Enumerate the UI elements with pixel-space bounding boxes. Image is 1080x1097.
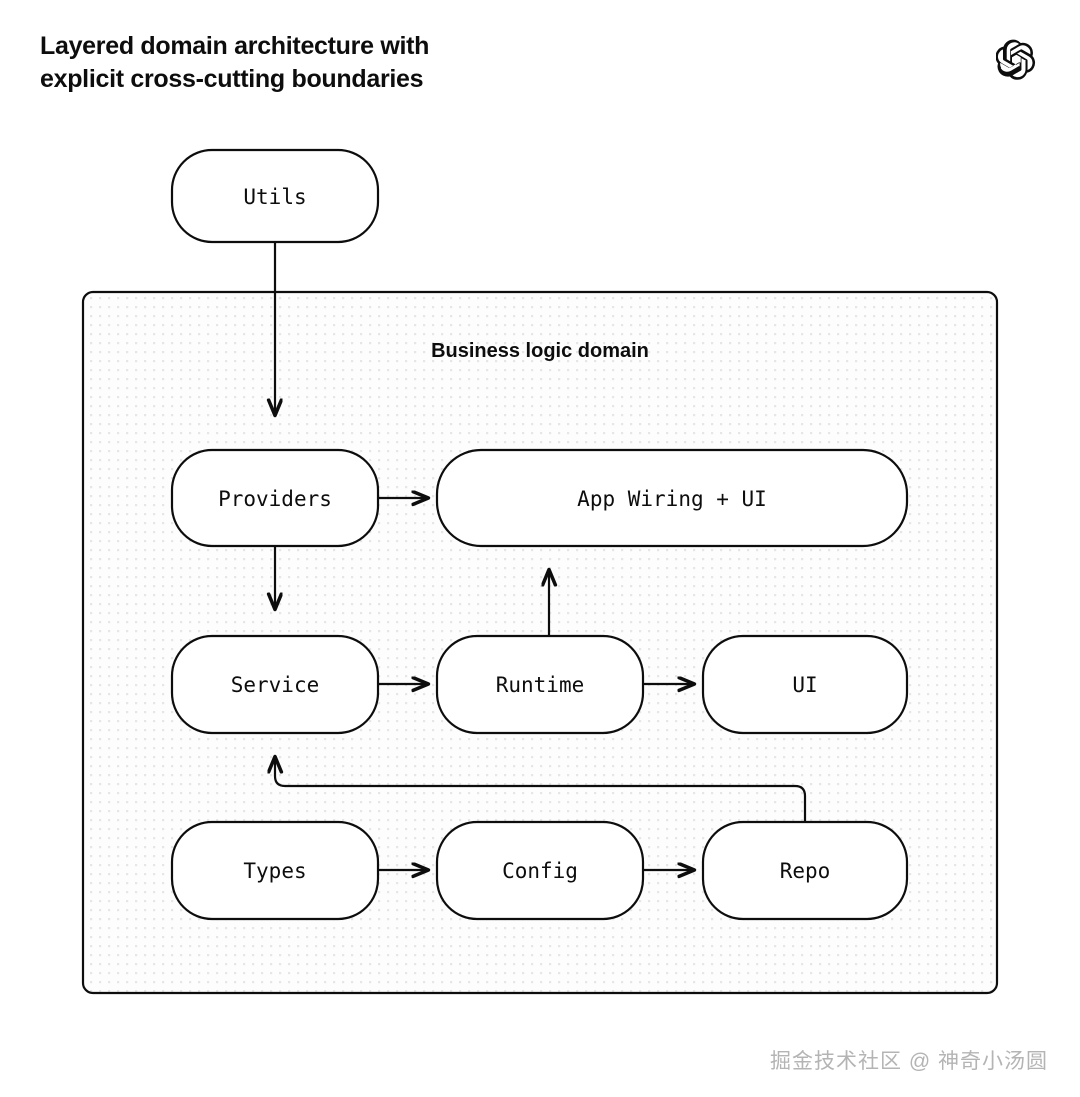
node-service[interactable]: Service <box>170 634 380 735</box>
domain-container-label: Business logic domain <box>431 340 649 362</box>
edge-layer <box>275 242 807 870</box>
node-label-types: Types <box>243 859 306 883</box>
node-config[interactable]: Config <box>435 820 645 921</box>
node-label-providers: Providers <box>218 487 332 511</box>
node-providers[interactable]: Providers <box>170 448 380 548</box>
node-label-app-wiring-ui: App Wiring + UI <box>577 487 767 511</box>
node-utils[interactable]: Utils <box>170 148 380 244</box>
page-title: Layered domain architecture with explici… <box>40 32 430 94</box>
node-types[interactable]: Types <box>170 820 380 921</box>
node-app-wiring-ui[interactable]: App Wiring + UI <box>435 448 909 548</box>
node-label-utils: Utils <box>243 185 306 209</box>
node-label-runtime: Runtime <box>496 673 585 697</box>
node-label-service: Service <box>231 673 320 697</box>
node-ui[interactable]: UI <box>701 634 909 735</box>
node-repo[interactable]: Repo <box>701 820 909 921</box>
node-label-config: Config <box>502 859 578 883</box>
node-label-ui: UI <box>792 673 817 697</box>
node-label-repo: Repo <box>780 859 831 883</box>
node-runtime[interactable]: Runtime <box>435 634 645 735</box>
watermark: 掘金技术社区 @ 神奇小汤圆 <box>770 1050 1048 1073</box>
openai-logo-icon <box>996 39 1036 80</box>
edge-repo-to-service <box>275 757 807 822</box>
